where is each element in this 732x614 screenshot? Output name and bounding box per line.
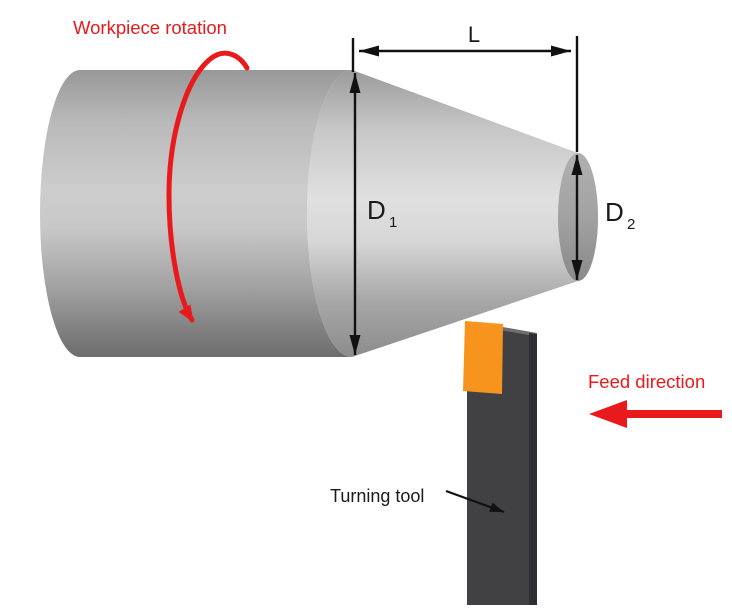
feed-arrow bbox=[589, 400, 722, 428]
tool-leader-arrow bbox=[445, 489, 505, 514]
tool-label: Turning tool bbox=[330, 486, 424, 506]
taper-cone bbox=[307, 70, 598, 357]
d1-subscript: 1 bbox=[389, 214, 397, 231]
rotation-label: Workpiece rotation bbox=[73, 17, 227, 38]
d1-label: D bbox=[367, 195, 386, 225]
feed-label: Feed direction bbox=[588, 371, 705, 392]
workpiece-cylinder bbox=[40, 70, 352, 357]
d2-subscript: 2 bbox=[627, 216, 635, 233]
tool-top-edge-highlight bbox=[500, 326, 537, 337]
rotation-arrow bbox=[166, 50, 250, 323]
cutting-insert bbox=[463, 321, 503, 394]
length-label: L bbox=[468, 22, 480, 47]
tool-right-facet bbox=[529, 333, 537, 605]
turning-tool-shank bbox=[467, 325, 537, 605]
d2-label: D bbox=[605, 197, 624, 227]
